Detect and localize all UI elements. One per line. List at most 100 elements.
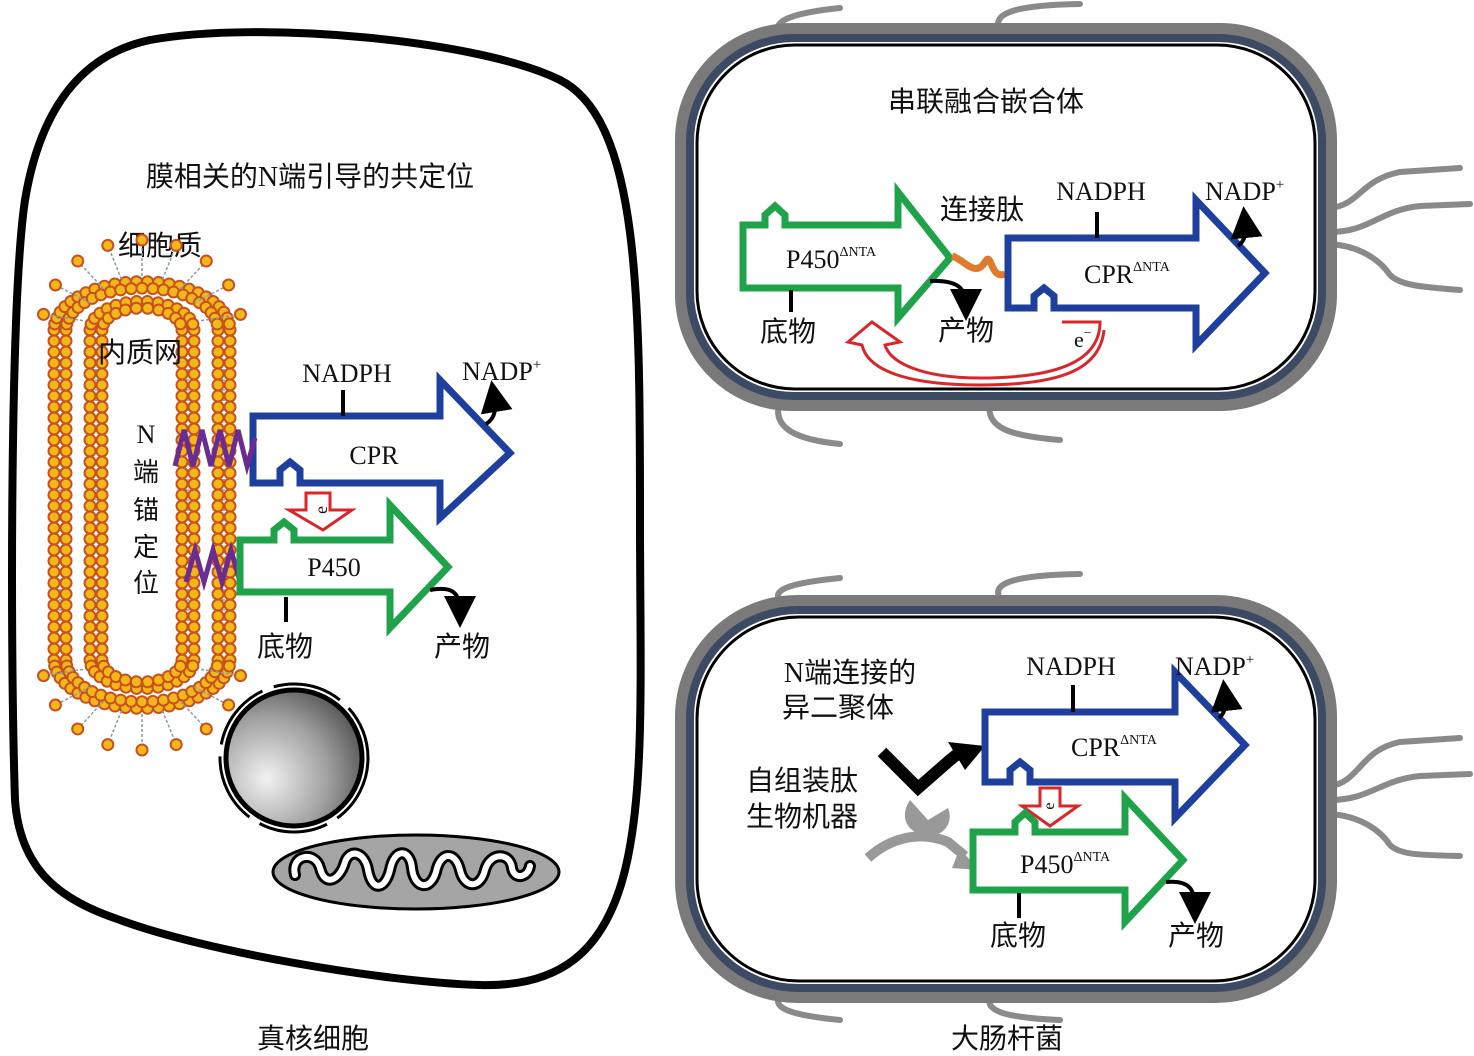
nadph-label: NADPH [1056, 177, 1146, 206]
nadph-label: NADPH [302, 359, 392, 388]
peptide-label-line2: 生物机器 [746, 801, 858, 833]
lipid-head-icon [199, 722, 213, 736]
lipid-head-icon [59, 565, 73, 579]
lipid-head-icon [175, 598, 189, 612]
lipid-head-icon [47, 576, 61, 590]
nadp-label: NADP+ [1175, 652, 1254, 681]
lipid-head-icon [83, 598, 97, 612]
lipid-head-icon [223, 576, 237, 590]
lipid-head-icon [47, 433, 61, 447]
mitochondrion-icon [271, 833, 561, 911]
lipid-head-icon [47, 543, 61, 557]
lipid-head-icon [223, 642, 237, 656]
lipid-head-icon [211, 598, 225, 612]
lipid-head-icon [95, 378, 109, 392]
lipid-head-icon [175, 554, 189, 568]
lipid-head-icon [47, 609, 61, 623]
lipid-head-icon [95, 521, 109, 535]
lipid-head-icon [211, 345, 225, 359]
lipid-head-icon [59, 367, 73, 381]
lipid-head-icon [83, 378, 97, 392]
lipid-head-icon [187, 598, 201, 612]
lipid-head-icon [47, 488, 61, 502]
lipid-head-icon [211, 466, 225, 480]
lipid-head-icon [95, 587, 109, 601]
lipid-head-icon [59, 378, 73, 392]
lipid-head-icon [83, 433, 97, 447]
lipid-head-icon [233, 669, 247, 683]
lipid-head-icon [223, 466, 237, 480]
lipid-head-icon [83, 411, 97, 425]
lipid-head-icon [141, 675, 155, 689]
lipid-head-icon [118, 673, 132, 687]
lipid-head-icon [83, 389, 97, 403]
lipid-head-icon [47, 378, 61, 392]
lipid-head-icon [47, 400, 61, 414]
product-arrow-icon [1165, 879, 1211, 924]
lipid-head-icon [223, 521, 237, 535]
fusion-title: 串联融合嵌合体 [888, 86, 1084, 118]
lipid-head-icon [175, 411, 189, 425]
ecoli-caption: 大肠杆菌 [951, 1023, 1063, 1055]
lipid-head-icon [223, 367, 237, 381]
svg-text:定: 定 [133, 533, 159, 562]
lipid-head-icon [175, 477, 189, 491]
lipid-head-icon [83, 477, 97, 491]
lipid-head-icon [187, 499, 201, 513]
lipid-head-icon [59, 620, 73, 634]
lipid-head-icon [95, 609, 109, 623]
ecoli-bottom-cell: N端连接的 异二聚体 自组装肽 生物机器 CPRΔNTA NADPH NADP+… [675, 571, 1473, 1023]
lipid-head-icon [47, 389, 61, 403]
eukaryote-caption: 真核细胞 [257, 1023, 369, 1055]
lipid-head-icon [59, 422, 73, 436]
lipid-head-icon [95, 444, 109, 458]
lipid-head-icon [156, 693, 170, 707]
lipid-head-icon [59, 631, 73, 645]
anchor-label: N 端 锚 定 位 [133, 420, 159, 598]
heterodimer-label-line1: N端连接的 [784, 657, 916, 689]
nadp-arrow-icon [1230, 206, 1263, 248]
lipid-head-icon [187, 466, 201, 480]
lipid-head-icon [223, 411, 237, 425]
lipid-head-icon [95, 433, 109, 447]
cytoplasm-label: 细胞质 [118, 230, 202, 262]
p450-label: P450ΔNTA [1020, 850, 1111, 879]
lipid-head-icon [187, 488, 201, 502]
cpr-label: CPRΔNTA [1071, 733, 1158, 762]
lipid-head-icon [186, 317, 200, 331]
nadp-label: NADP+ [1205, 177, 1284, 206]
lipid-head-icon [83, 422, 97, 436]
lipid-head-icon [129, 675, 143, 689]
lipid-head-icon [59, 477, 73, 491]
lipid-head-icon [223, 488, 237, 502]
product-label: 产物 [1168, 920, 1224, 952]
lipid-head-icon [47, 477, 61, 491]
lipid-head-icon [71, 722, 85, 736]
lipid-head-icon [83, 631, 97, 645]
lipid-head-icon [59, 466, 73, 480]
p450-anchor-icon [183, 540, 243, 592]
lipid-head-icon [47, 444, 61, 458]
lipid-head-icon [187, 631, 201, 645]
lipid-head-icon [103, 285, 117, 299]
lipid-head-icon [175, 543, 189, 557]
lipid-head-icon [95, 554, 109, 568]
lipid-head-icon [95, 499, 109, 513]
lipid-head-icon [95, 422, 109, 436]
lipid-head-icon [48, 698, 62, 712]
lipid-head-icon [83, 576, 97, 590]
lipid-head-icon [59, 345, 73, 359]
lipid-head-icon [223, 499, 237, 513]
nadp-arrow-icon [1210, 679, 1243, 720]
lipid-head-icon [223, 587, 237, 601]
product-arrow-icon [429, 586, 476, 628]
electron-transfer-icon [1017, 786, 1083, 828]
lipid-head-icon [211, 488, 225, 502]
lipid-head-icon [175, 620, 189, 634]
lipid-head-icon [146, 694, 160, 708]
lipid-head-icon [211, 367, 225, 381]
lipid-head-icon [211, 400, 225, 414]
p450-arrow [969, 789, 1188, 931]
lipid-head-icon [187, 356, 201, 370]
nadp-arrow-icon [480, 380, 513, 426]
